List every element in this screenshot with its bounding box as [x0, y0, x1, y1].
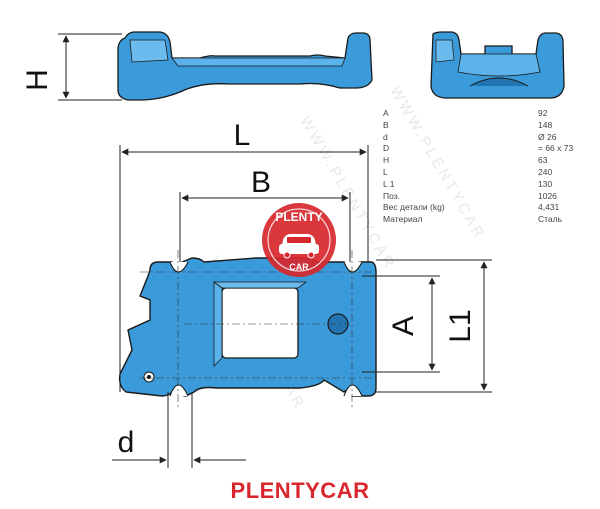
dim-label-d: d: [118, 426, 135, 459]
spec-row: B 148: [383, 120, 583, 132]
dimension-lines: [58, 33, 492, 468]
spec-value: 1026: [538, 190, 557, 201]
dim-label-a: A: [387, 316, 420, 336]
spec-key: L: [383, 166, 388, 177]
side-view: [117, 31, 373, 101]
spec-value: = 66 x 73: [538, 143, 574, 154]
spec-row: Вес детали (kg) 4,431: [383, 202, 583, 214]
spec-row: D = 66 x 73: [383, 143, 583, 155]
spec-key: Вес детали (kg): [383, 202, 445, 213]
plan-view: [118, 250, 380, 410]
spec-key: D: [383, 143, 390, 154]
spec-key: Материал: [383, 214, 423, 225]
logo-bottom-text: CAR: [289, 262, 309, 272]
spec-key: B: [383, 119, 389, 130]
spec-value: 240: [538, 166, 553, 177]
spec-row: Поз. 1026: [383, 191, 583, 203]
spec-key: Поз.: [383, 190, 400, 201]
brand-caption: PLENTYCAR: [230, 478, 370, 503]
spec-row: A 92: [383, 108, 583, 120]
spec-key: H: [383, 155, 390, 166]
spec-value: 63: [538, 155, 548, 166]
spec-row: L 240: [383, 167, 583, 179]
front-view: [430, 31, 565, 99]
dim-label-l: L: [234, 119, 251, 152]
logo-top-text: PLENTY: [275, 210, 322, 224]
spec-value: 148: [538, 119, 553, 130]
spec-key: A: [383, 108, 389, 118]
spec-row: L 1 130: [383, 179, 583, 191]
spec-value: 92: [538, 108, 548, 118]
dim-label-b: B: [251, 166, 271, 199]
spec-row: H 63: [383, 155, 583, 167]
spec-value: Сталь: [538, 214, 563, 225]
spec-row: d Ø 26: [383, 132, 583, 144]
spec-key: L 1: [383, 178, 395, 189]
car-icon: [279, 234, 319, 259]
plentycar-logo: PLENTY CAR: [262, 203, 336, 277]
dim-label-h: H: [21, 69, 54, 91]
spec-row: Материал Сталь: [383, 214, 583, 226]
spec-key: d: [383, 131, 388, 142]
dimension-labels: H L B A L1 d: [21, 69, 477, 459]
dim-label-l1: L1: [444, 309, 477, 342]
spec-value: 130: [538, 178, 553, 189]
spec-value: 4,431: [538, 202, 560, 213]
spec-value: Ø 26: [538, 131, 557, 142]
